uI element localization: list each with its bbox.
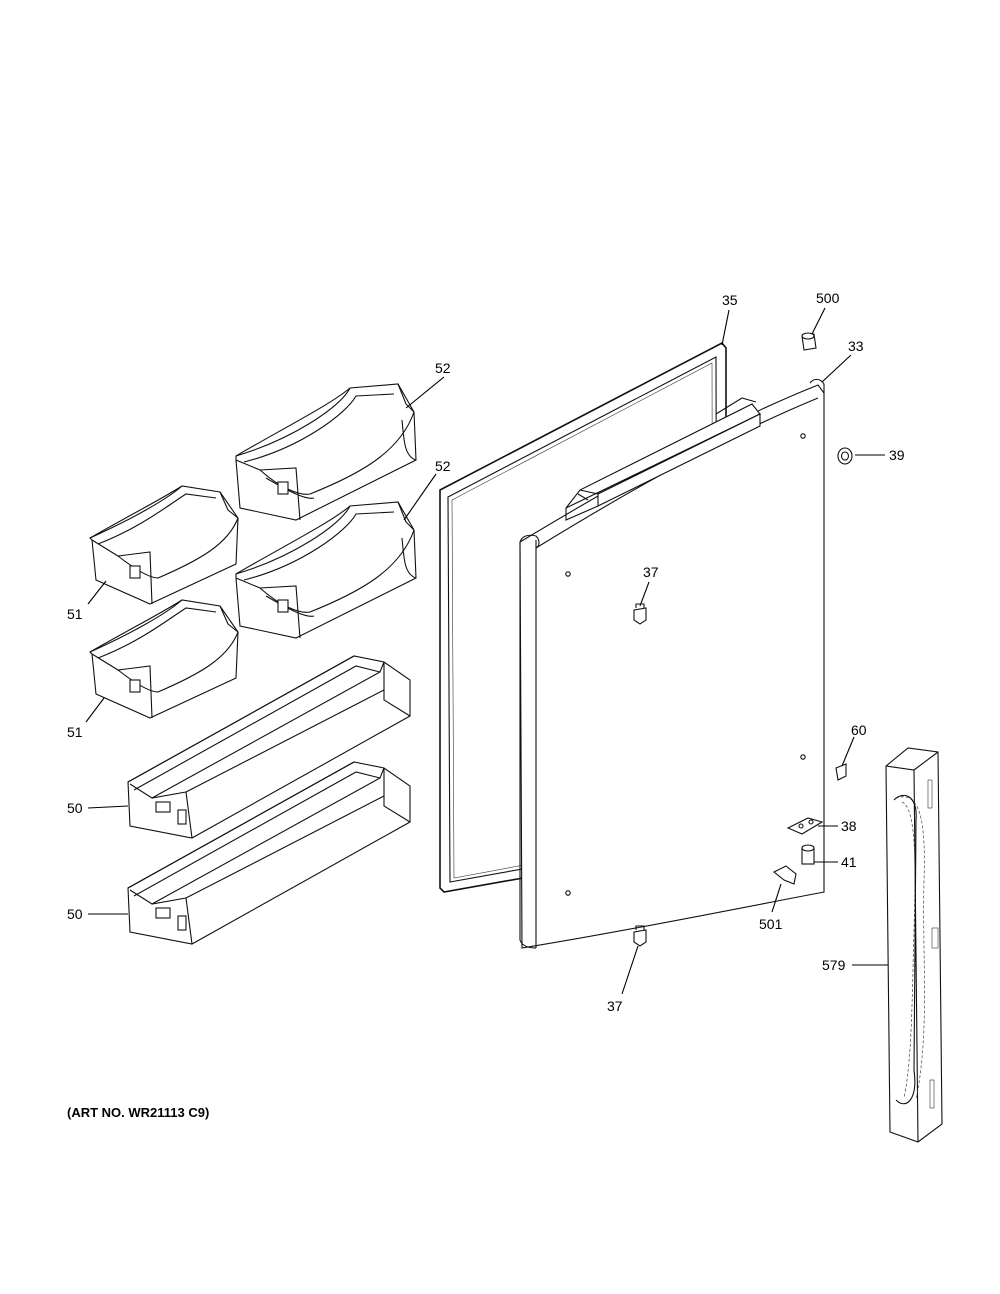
door-bin-51-upper[interactable] xyxy=(89,485,239,605)
cap-500[interactable] xyxy=(801,332,817,351)
label-37-bottom: 37 xyxy=(607,998,623,1014)
label-501: 501 xyxy=(759,916,783,932)
label-52-upper: 52 xyxy=(435,360,451,376)
bushing-41[interactable] xyxy=(801,844,815,865)
label-35: 35 xyxy=(722,292,738,308)
label-50-upper: 50 xyxy=(67,800,83,816)
label-500: 500 xyxy=(816,290,840,306)
hinge-bracket-38[interactable] xyxy=(786,817,824,835)
label-60: 60 xyxy=(851,722,867,738)
label-50-lower: 50 xyxy=(67,906,83,922)
label-51-upper: 51 xyxy=(67,606,83,622)
label-41: 41 xyxy=(841,854,857,870)
label-51-lower: 51 xyxy=(67,724,83,740)
door-bin-51-lower[interactable] xyxy=(89,599,239,719)
stop-501[interactable] xyxy=(772,865,797,885)
label-52-lower: 52 xyxy=(435,458,451,474)
screw-37-top[interactable] xyxy=(633,603,647,625)
art-number: (ART NO. WR21113 C9) xyxy=(67,1105,209,1120)
clip-60[interactable] xyxy=(835,763,847,781)
label-37-top: 37 xyxy=(643,564,659,580)
door-bin-50-lower[interactable] xyxy=(127,761,411,945)
door-handle-579[interactable] xyxy=(885,747,943,1143)
leader-lines xyxy=(85,307,888,995)
door-bin-52-lower[interactable] xyxy=(235,501,417,639)
label-38: 38 xyxy=(841,818,857,834)
label-39: 39 xyxy=(889,447,905,463)
label-579: 579 xyxy=(822,957,846,973)
door-panel[interactable] xyxy=(519,378,825,949)
plug-39[interactable] xyxy=(837,447,853,465)
screw-37-bottom[interactable] xyxy=(633,925,647,947)
label-33: 33 xyxy=(848,338,864,354)
door-bin-50-upper[interactable] xyxy=(127,655,411,839)
door-bin-52-upper[interactable] xyxy=(235,383,417,521)
